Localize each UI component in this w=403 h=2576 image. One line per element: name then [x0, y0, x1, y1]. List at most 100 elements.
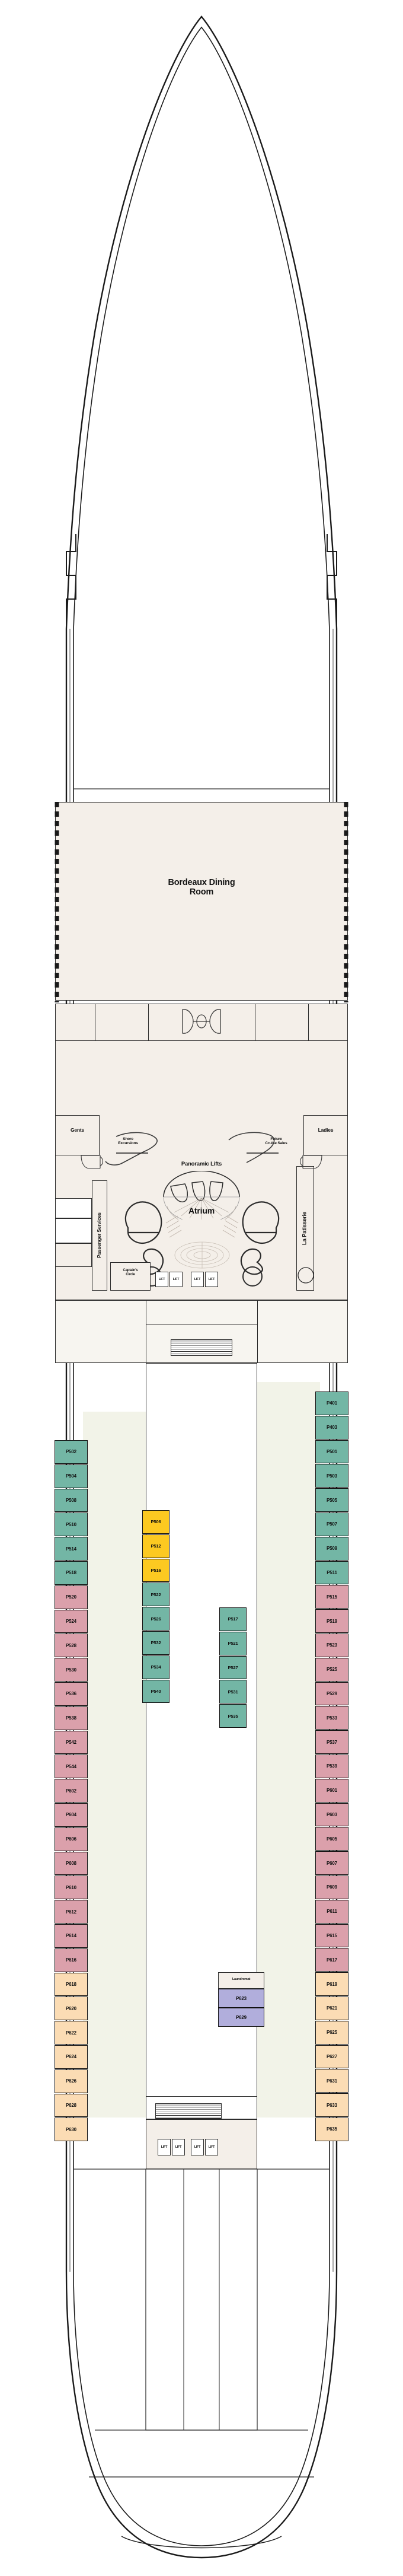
cabin-P520[interactable]: P520	[55, 1585, 88, 1609]
atrium-furniture	[124, 1201, 280, 1287]
lift-midship-3[interactable]: LIFT	[191, 1272, 204, 1287]
cabin-P510[interactable]: P510	[55, 1513, 88, 1537]
cabin-P517[interactable]: P517	[219, 1607, 247, 1631]
cabin-P509[interactable]: P509	[315, 1536, 348, 1561]
lift-midship-1[interactable]: LIFT	[155, 1272, 168, 1287]
cabin-P624[interactable]: P624	[55, 2045, 88, 2069]
cabin-P618[interactable]: P618	[55, 1972, 88, 1997]
cabin-P527[interactable]: P527	[219, 1655, 247, 1680]
cabin-P627[interactable]: P627	[315, 2045, 348, 2069]
cabin-P531[interactable]: P531	[219, 1680, 247, 1704]
cabin-P604[interactable]: P604	[55, 1803, 88, 1827]
panoramic-lifts-symbol	[163, 1171, 240, 1219]
cabin-P530[interactable]: P530	[55, 1658, 88, 1682]
ladies-label: Ladies	[318, 1127, 334, 1133]
cabin-P628[interactable]: P628	[55, 2093, 88, 2118]
cabin-P507[interactable]: P507	[315, 1513, 348, 1536]
future-cruise-sales-label: Future Cruise Sales	[265, 1137, 287, 1146]
cabin-P623[interactable]: P623	[218, 1989, 264, 2008]
cabin-P515[interactable]: P515	[315, 1585, 348, 1609]
cabin-P619[interactable]: P619	[315, 1972, 348, 1996]
cabin-P616[interactable]: P616	[55, 1948, 88, 1972]
lift-aft-2[interactable]: LIFT	[172, 2139, 185, 2155]
cabin-P532[interactable]: P532	[142, 1631, 169, 1655]
cabin-P506[interactable]: P506	[142, 1510, 169, 1534]
cabin-P403[interactable]: P403	[315, 1415, 348, 1440]
ladies-restroom[interactable]	[303, 1115, 348, 1155]
cabin-P535[interactable]: P535	[219, 1704, 247, 1728]
aft-corridor-line	[146, 2096, 257, 2097]
panoramic-lifts-label: Panoramic Lifts	[181, 1161, 222, 1167]
cabin-P511[interactable]: P511	[315, 1561, 348, 1585]
cabin-P629[interactable]: P629	[218, 2008, 264, 2027]
laundromat-label: Laundromat	[232, 1978, 251, 1981]
cabin-P626[interactable]: P626	[55, 2069, 88, 2093]
midship-staircase	[171, 1339, 232, 1356]
cabin-P635[interactable]: P635	[315, 2118, 348, 2141]
lift-midship-2[interactable]: LIFT	[169, 1272, 183, 1287]
cabin-P508[interactable]: P508	[55, 1488, 88, 1513]
cabin-P602[interactable]: P602	[55, 1779, 88, 1803]
cabin-P501[interactable]: P501	[315, 1440, 348, 1464]
partition-line-1	[55, 1040, 348, 1042]
cabin-P521[interactable]: P521	[219, 1631, 247, 1655]
cabin-P622[interactable]: P622	[55, 2021, 88, 2045]
cabin-P526[interactable]: P526	[142, 1607, 169, 1631]
cabin-P518[interactable]: P518	[55, 1561, 88, 1585]
passenger-services[interactable]	[92, 1180, 107, 1291]
cabin-P504[interactable]: P504	[55, 1464, 88, 1488]
cabin-P534[interactable]: P534	[142, 1655, 169, 1679]
cabin-P621[interactable]: P621	[315, 1997, 348, 2020]
cabin-P542[interactable]: P542	[55, 1730, 88, 1755]
cabin-P610[interactable]: P610	[55, 1876, 88, 1900]
bordeaux-dining-room[interactable]	[55, 802, 348, 1001]
lift-aft-3[interactable]: LIFT	[191, 2139, 204, 2155]
cabin-P617[interactable]: P617	[315, 1948, 348, 1972]
cabin-P503[interactable]: P503	[315, 1464, 348, 1488]
cabin-P519[interactable]: P519	[315, 1609, 348, 1633]
cabin-P539[interactable]: P539	[315, 1755, 348, 1778]
cabin-P529[interactable]: P529	[315, 1682, 348, 1706]
cabin-P612[interactable]: P612	[55, 1900, 88, 1924]
cabin-P538[interactable]: P538	[55, 1706, 88, 1730]
cabin-P512[interactable]: P512	[142, 1534, 169, 1558]
cabin-P601[interactable]: P601	[315, 1778, 348, 1803]
cabin-P524[interactable]: P524	[55, 1609, 88, 1634]
cabin-P630[interactable]: P630	[55, 2118, 88, 2142]
cabin-P611[interactable]: P611	[315, 1899, 348, 1924]
cabin-P608[interactable]: P608	[55, 1851, 88, 1876]
lift-aft-4[interactable]: LIFT	[205, 2139, 218, 2155]
cabin-P603[interactable]: P603	[315, 1803, 348, 1827]
gents-restroom[interactable]	[55, 1115, 100, 1155]
cabin-P537[interactable]: P537	[315, 1730, 348, 1754]
cabin-P528[interactable]: P528	[55, 1634, 88, 1658]
lift-aft-1[interactable]: LIFT	[158, 2139, 171, 2155]
cabin-P522[interactable]: P522	[142, 1582, 169, 1607]
cabin-P544[interactable]: P544	[55, 1755, 88, 1779]
cabin-P505[interactable]: P505	[315, 1488, 348, 1512]
cabin-P605[interactable]: P605	[315, 1827, 348, 1851]
cabin-P620[interactable]: P620	[55, 1997, 88, 2021]
cabin-P401[interactable]: P401	[315, 1392, 348, 1415]
cabin-P607[interactable]: P607	[315, 1851, 348, 1875]
cabin-P525[interactable]: P525	[315, 1657, 348, 1682]
cabin-P609[interactable]: P609	[315, 1876, 348, 1899]
cabin-P523[interactable]: P523	[315, 1634, 348, 1657]
laundromat-room[interactable]	[218, 1972, 264, 1989]
captains-circle[interactable]	[110, 1262, 151, 1291]
cabin-P631[interactable]: P631	[315, 2069, 348, 2093]
aft-staircase	[155, 2103, 222, 2119]
cabin-P540[interactable]: P540	[142, 1679, 169, 1703]
restroom-fixtures	[81, 1155, 322, 1169]
cabin-P502[interactable]: P502	[55, 1440, 88, 1464]
cabin-P514[interactable]: P514	[55, 1537, 88, 1561]
cabin-P614[interactable]: P614	[55, 1924, 88, 1948]
cabin-P533[interactable]: P533	[315, 1706, 348, 1730]
cabin-P615[interactable]: P615	[315, 1924, 348, 1948]
cabin-P516[interactable]: P516	[142, 1558, 169, 1582]
cabin-P536[interactable]: P536	[55, 1682, 88, 1706]
cabin-P625[interactable]: P625	[315, 2020, 348, 2045]
cabin-P633[interactable]: P633	[315, 2093, 348, 2117]
lift-midship-4[interactable]: LIFT	[205, 1272, 218, 1287]
cabin-P606[interactable]: P606	[55, 1827, 88, 1851]
